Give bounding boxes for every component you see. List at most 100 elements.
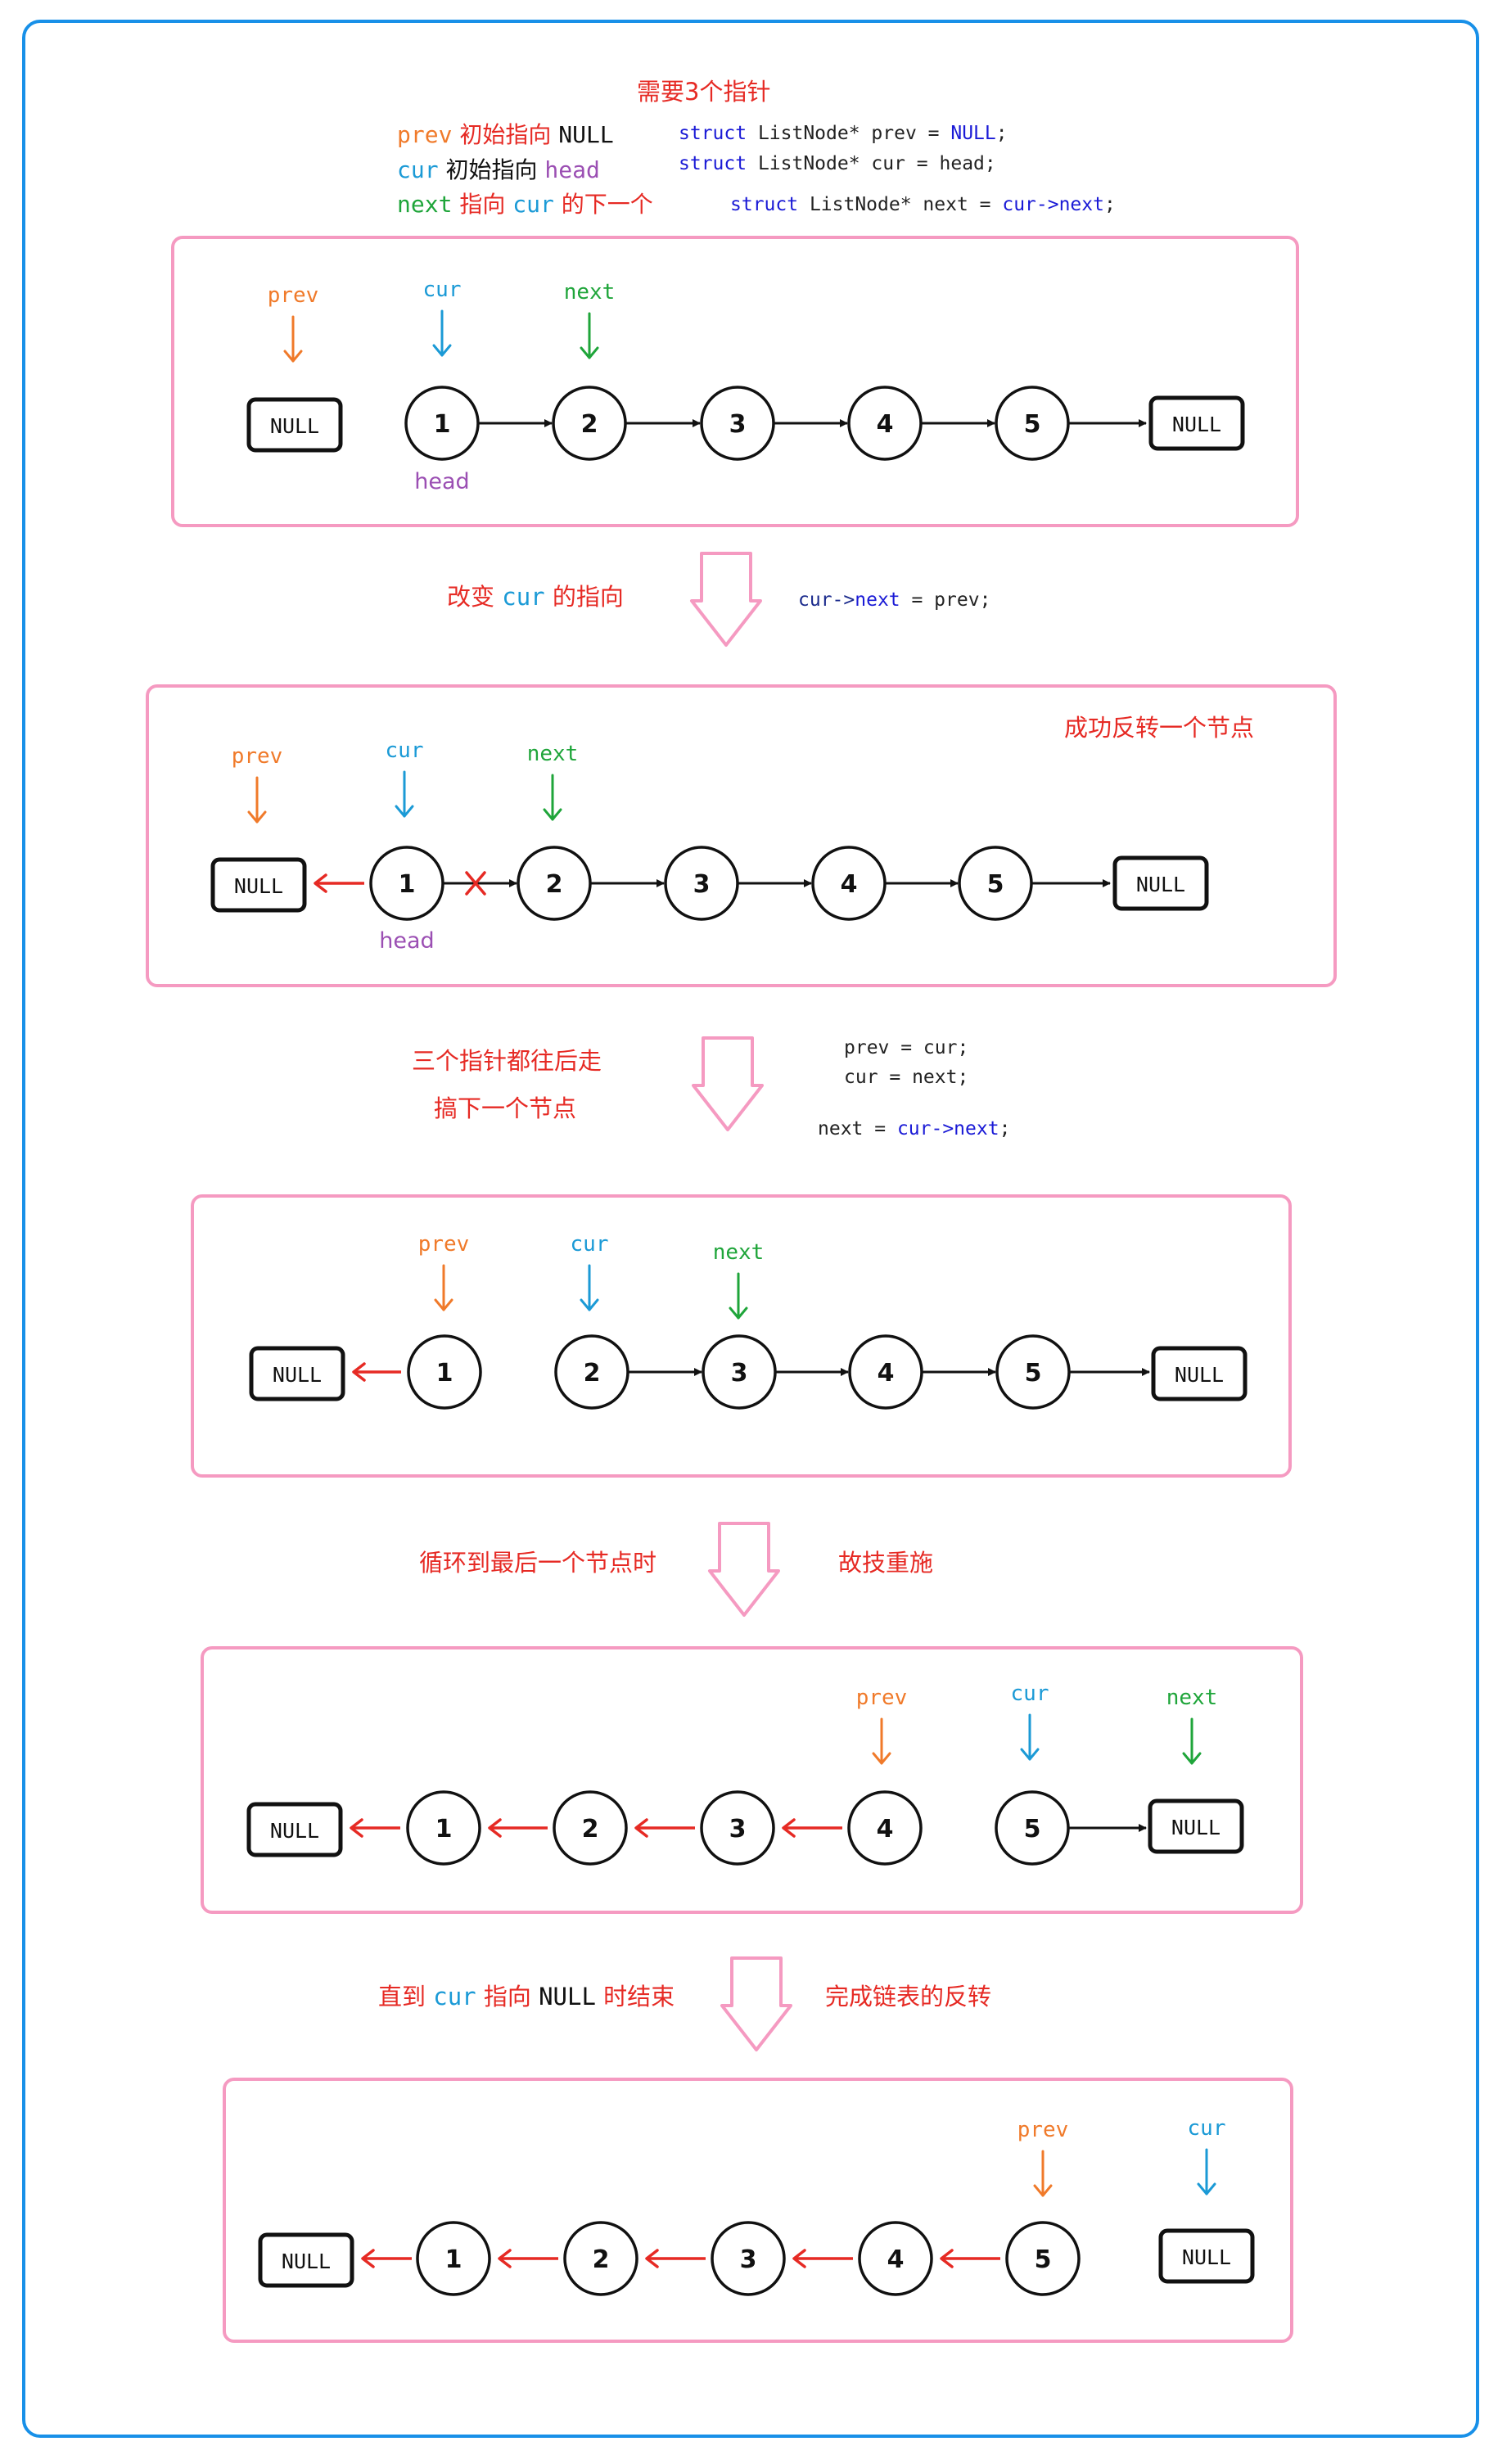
step2-line1: 三个指针都往后走	[412, 1047, 602, 1075]
null-box	[210, 857, 307, 913]
step4-null: NULL	[539, 1983, 596, 2010]
step2-code3: next = cur->next;	[818, 1120, 1010, 1139]
intro-line3-cur: cur	[512, 191, 554, 218]
null-label: NULL	[270, 1819, 319, 1843]
list-node-value: 2	[546, 870, 563, 899]
outer-frame	[22, 20, 1479, 2438]
pointer-label-prev: prev	[232, 744, 283, 769]
intro-line-next: next 指向 cur 的下一个	[397, 193, 653, 216]
list-node-value: 5	[1024, 410, 1041, 439]
pointer-arrowhead-cur	[395, 805, 414, 818]
reverse-link-head	[782, 1818, 796, 1838]
list-node	[563, 2221, 638, 2296]
reverse-link-head	[498, 2249, 512, 2268]
intro-line-prev: prev 初始指向 NULL	[397, 124, 614, 147]
panel-last-node	[201, 1646, 1303, 1914]
step4-right: 完成链表的反转	[825, 1983, 992, 2010]
list-node-value: 5	[987, 870, 1004, 899]
panel-initial	[171, 236, 1299, 527]
intro-prev-label: prev	[397, 121, 453, 148]
null-label: NULL	[234, 874, 283, 898]
intro-line-cur: cur 初始指向 head	[397, 159, 600, 182]
reverse-link-arrow	[498, 2249, 558, 2268]
step3-left: 循环到最后一个节点时	[419, 1549, 657, 1577]
list-node-value: 4	[878, 1359, 895, 1388]
intro-next-label: next	[397, 191, 453, 218]
null-label: NULL	[270, 414, 319, 438]
pointer-arrowhead-cur	[432, 344, 452, 357]
code-cur: cur->	[798, 589, 855, 611]
null-label: NULL	[1182, 2245, 1231, 2269]
reverse-link-arrow	[350, 1818, 400, 1838]
panel-first-reversal	[146, 684, 1337, 987]
pointer-label-next: next	[564, 280, 616, 305]
list-node	[847, 1790, 923, 1866]
pointer-arrowhead-next	[580, 346, 599, 359]
code-value: NULL	[950, 123, 996, 144]
pointer-label-prev: prev	[1017, 2118, 1069, 2142]
reverse-link-arrow	[352, 1362, 401, 1382]
code-body: ListNode* prev =	[747, 123, 951, 144]
reverse-link-arrow	[361, 2249, 412, 2268]
step1-text-a: 改变	[447, 583, 495, 611]
step4-text-a: 直到	[378, 1983, 426, 2010]
step2-code2: cur = next;	[844, 1067, 969, 1088]
head-label: head	[414, 469, 469, 494]
list-node	[858, 2221, 933, 2296]
step4-text-c: 时结束	[603, 1983, 675, 2010]
intro-line1-text: 初始指向	[459, 121, 552, 148]
pointer-arrowhead-cur	[1020, 1748, 1040, 1761]
code-next: next	[855, 589, 900, 611]
pointer-arrowhead-next	[1182, 1752, 1202, 1765]
null-box	[1112, 855, 1209, 911]
list-node-value: 5	[1035, 2245, 1052, 2274]
list-node	[407, 1334, 482, 1410]
code-end: ;	[1103, 194, 1116, 215]
reverse-link-head	[634, 1818, 648, 1838]
step4-caption: 直到 cur 指向 NULL 时结束	[378, 1985, 675, 2009]
list-node	[406, 1790, 481, 1866]
reverse-link-arrow	[940, 2249, 1000, 2268]
intro-line2-target: head	[544, 156, 600, 183]
code-end: ;	[999, 1118, 1011, 1139]
code-value: cur->next	[896, 1118, 999, 1139]
panel-advance	[191, 1194, 1292, 1478]
intro-code-prev: struct ListNode* prev = NULL;	[679, 124, 1008, 143]
pointer-label-next: next	[527, 742, 579, 766]
pointer-arrowhead-cur	[580, 1298, 599, 1311]
null-label: NULL	[282, 2250, 331, 2273]
intro-line3-tail: 的下一个	[561, 191, 653, 218]
list-node-value: 2	[582, 1815, 599, 1843]
reverse-link-head	[792, 2249, 806, 2268]
reverse-link-head	[361, 2249, 375, 2268]
pointer-label-cur: cur	[571, 1232, 609, 1257]
reverse-link-arrow	[645, 2249, 706, 2268]
list-node-value: 3	[729, 410, 747, 439]
list-node	[553, 1790, 628, 1866]
pointer-label-cur: cur	[1188, 2116, 1226, 2141]
list-node-value: 4	[877, 1815, 894, 1843]
list-node	[1005, 2221, 1081, 2296]
code-value: cur->next	[1002, 194, 1104, 215]
list-node	[416, 2221, 491, 2296]
reverse-link-arrow	[488, 1818, 548, 1838]
intro-code-cur: struct ListNode* cur = head;	[679, 155, 996, 174]
list-node-value: 1	[399, 870, 416, 899]
null-label: NULL	[1136, 873, 1185, 896]
reverse-link-arrow	[634, 1818, 695, 1838]
head-label: head	[379, 928, 434, 954]
reverse-link-head	[314, 873, 327, 893]
pointer-label-prev: prev	[268, 283, 319, 308]
code-keyword: struct	[679, 123, 747, 144]
pointer-label-cur: cur	[423, 278, 462, 302]
pointer-arrowhead-prev	[247, 810, 267, 824]
code-keyword: struct	[730, 194, 799, 215]
pointer-label-next: next	[1166, 1686, 1218, 1710]
pointer-label-cur: cur	[386, 738, 424, 763]
down-hollow-arrow	[690, 552, 762, 647]
list-node-value: 4	[887, 2245, 905, 2274]
list-node-value: 5	[1025, 1359, 1042, 1388]
reverse-link-arrow	[782, 1818, 842, 1838]
null-label: NULL	[1171, 1816, 1220, 1839]
